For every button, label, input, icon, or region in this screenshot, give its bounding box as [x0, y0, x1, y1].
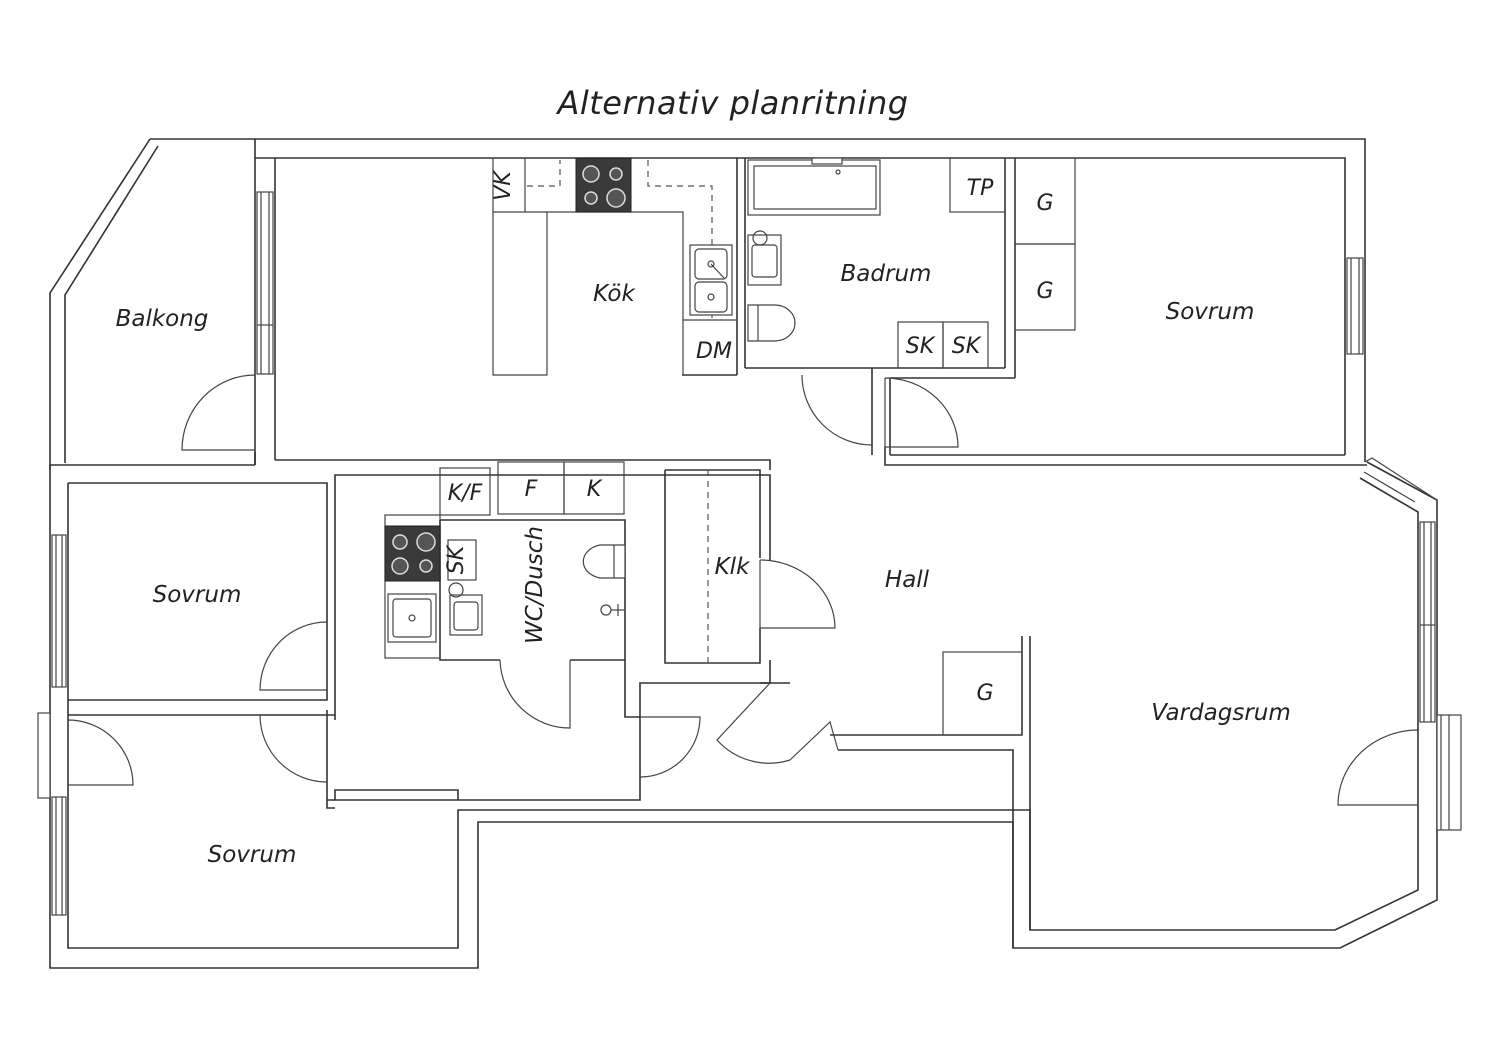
fixture-g3: G — [976, 681, 993, 706]
room-vardagsrum: Vardagsrum — [1151, 700, 1291, 726]
kitchen-sink-icon — [689, 244, 733, 316]
shower-icon — [600, 604, 625, 616]
kitchenette-stove-icon — [384, 525, 441, 582]
fixture-sk3: SK — [444, 544, 469, 574]
toilet-icon — [747, 304, 796, 342]
k-cabinet — [563, 461, 625, 515]
sk-cabinet-2 — [942, 321, 989, 369]
stove-icon — [575, 157, 632, 213]
room-wc-dusch: WC/Dusch — [522, 526, 548, 644]
fixture-k: K — [587, 477, 603, 502]
room-sovrum-ne: Sovrum — [1166, 299, 1255, 325]
bathroom-sink-icon — [747, 230, 782, 286]
windows — [37, 191, 1462, 916]
wardrobe-2 — [1014, 243, 1076, 331]
kitchenette-sink-icon — [387, 593, 437, 643]
wc-sink-icon — [448, 582, 483, 636]
fixture-vk: VK — [491, 170, 516, 201]
fixture-g2: G — [1036, 279, 1053, 304]
room-sovrum-sw: Sovrum — [208, 842, 297, 868]
kitchenette-counter — [384, 514, 441, 659]
fixture-tp: TP — [967, 176, 994, 201]
hall-wardrobe — [942, 651, 1023, 736]
plan-title: Alternativ planritning — [555, 84, 908, 122]
room-sovrum-w: Sovrum — [153, 582, 242, 608]
fixture-g1: G — [1036, 191, 1053, 216]
interior-walls — [49, 139, 1367, 948]
kitchen-counter — [492, 158, 737, 376]
room-badrum: Badrum — [841, 261, 932, 287]
sk-cabinet-3 — [447, 539, 477, 581]
room-hall: Hall — [885, 567, 930, 593]
fixture-sk2: SK — [952, 334, 982, 359]
wc-toilet-icon — [582, 544, 626, 579]
room-balkong: Balkong — [116, 306, 209, 332]
fixture-dm: DM — [696, 339, 732, 364]
kf-cabinet — [439, 467, 491, 516]
fixture-sk1: SK — [906, 334, 936, 359]
fixture-kf: K/F — [448, 481, 483, 506]
door-swings — [67, 372, 1419, 806]
fixture-f: F — [525, 477, 538, 502]
room-klk: Klk — [715, 554, 751, 580]
tp-cabinet — [949, 157, 1006, 213]
room-kok: Kök — [593, 281, 636, 307]
bathtub-icon — [747, 157, 881, 216]
